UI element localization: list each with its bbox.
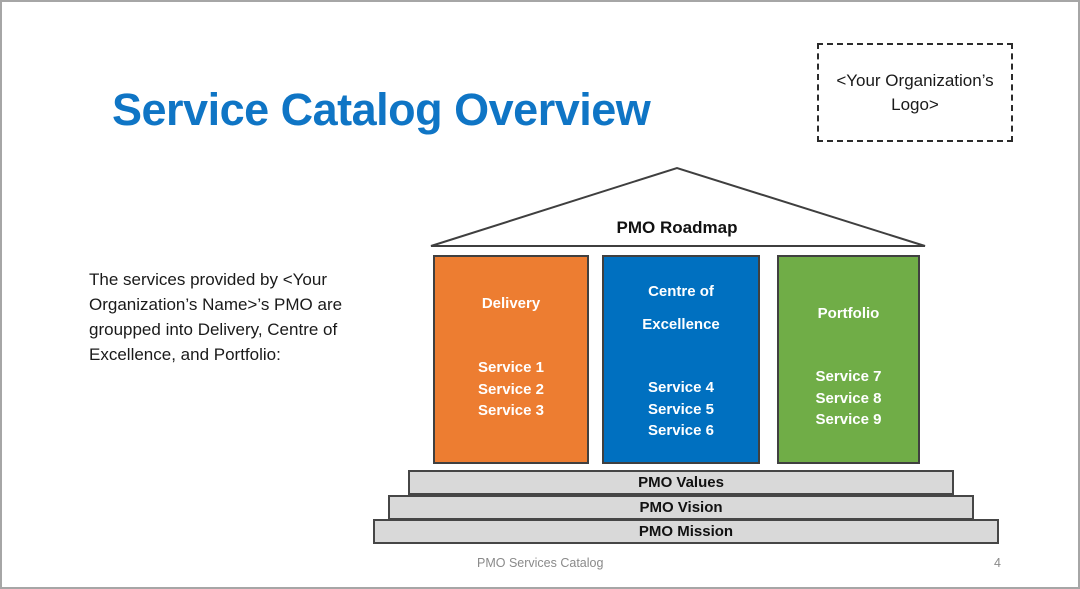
pillar-portfolio: Portfolio Service 7 Service 8 Service 9: [777, 255, 920, 464]
page-number: 4: [994, 556, 1001, 570]
pillar-title-line: Excellence: [642, 316, 720, 333]
pillar-portfolio-services: Service 7 Service 8 Service 9: [779, 366, 918, 431]
service-item: Service 5: [648, 400, 714, 418]
service-item: Service 7: [815, 368, 882, 385]
pillar-centre-of-excellence: Centre of Excellence Service 4 Service 5…: [602, 255, 760, 464]
pillar-title-line: Delivery: [481, 295, 541, 312]
service-item: Service 2: [478, 380, 544, 398]
slide-title: Service Catalog Overview: [112, 84, 651, 135]
pillar-centre-of-excellence-title: Centre of Excellence: [604, 275, 758, 341]
step-pmo-values: PMO Values: [408, 470, 954, 495]
service-item: Service 6: [648, 422, 714, 439]
service-item: Service 1: [478, 359, 544, 376]
roof-triangle: [430, 166, 926, 247]
pillar-delivery-services: Service 1 Service 2 Service 3: [435, 357, 587, 422]
pillar-delivery-title: Delivery: [435, 296, 587, 312]
footer-title: PMO Services Catalog: [477, 556, 604, 570]
intro-text: The services provided by <Your Organizat…: [89, 270, 343, 364]
pillar-title-line: Centre of: [648, 283, 714, 300]
logo-placeholder: <Your Organization’s Logo>: [817, 43, 1013, 142]
service-item: Service 9: [815, 411, 882, 428]
pillar-centre-of-excellence-services: Service 4 Service 5 Service 6: [604, 377, 758, 442]
service-item: Service 4: [648, 379, 714, 396]
pillar-delivery: Delivery Service 1 Service 2 Service 3: [433, 255, 589, 464]
service-item: Service 3: [478, 402, 544, 419]
service-item: Service 8: [815, 389, 882, 407]
roof-label: PMO Roadmap: [616, 218, 738, 237]
step-pmo-mission: PMO Mission: [373, 519, 999, 544]
logo-placeholder-text: <Your Organization’s Logo>: [836, 70, 994, 114]
pillar-title-line: Portfolio: [817, 305, 880, 322]
pillar-portfolio-title: Portfolio: [779, 306, 918, 322]
step-pmo-vision: PMO Vision: [388, 495, 974, 520]
